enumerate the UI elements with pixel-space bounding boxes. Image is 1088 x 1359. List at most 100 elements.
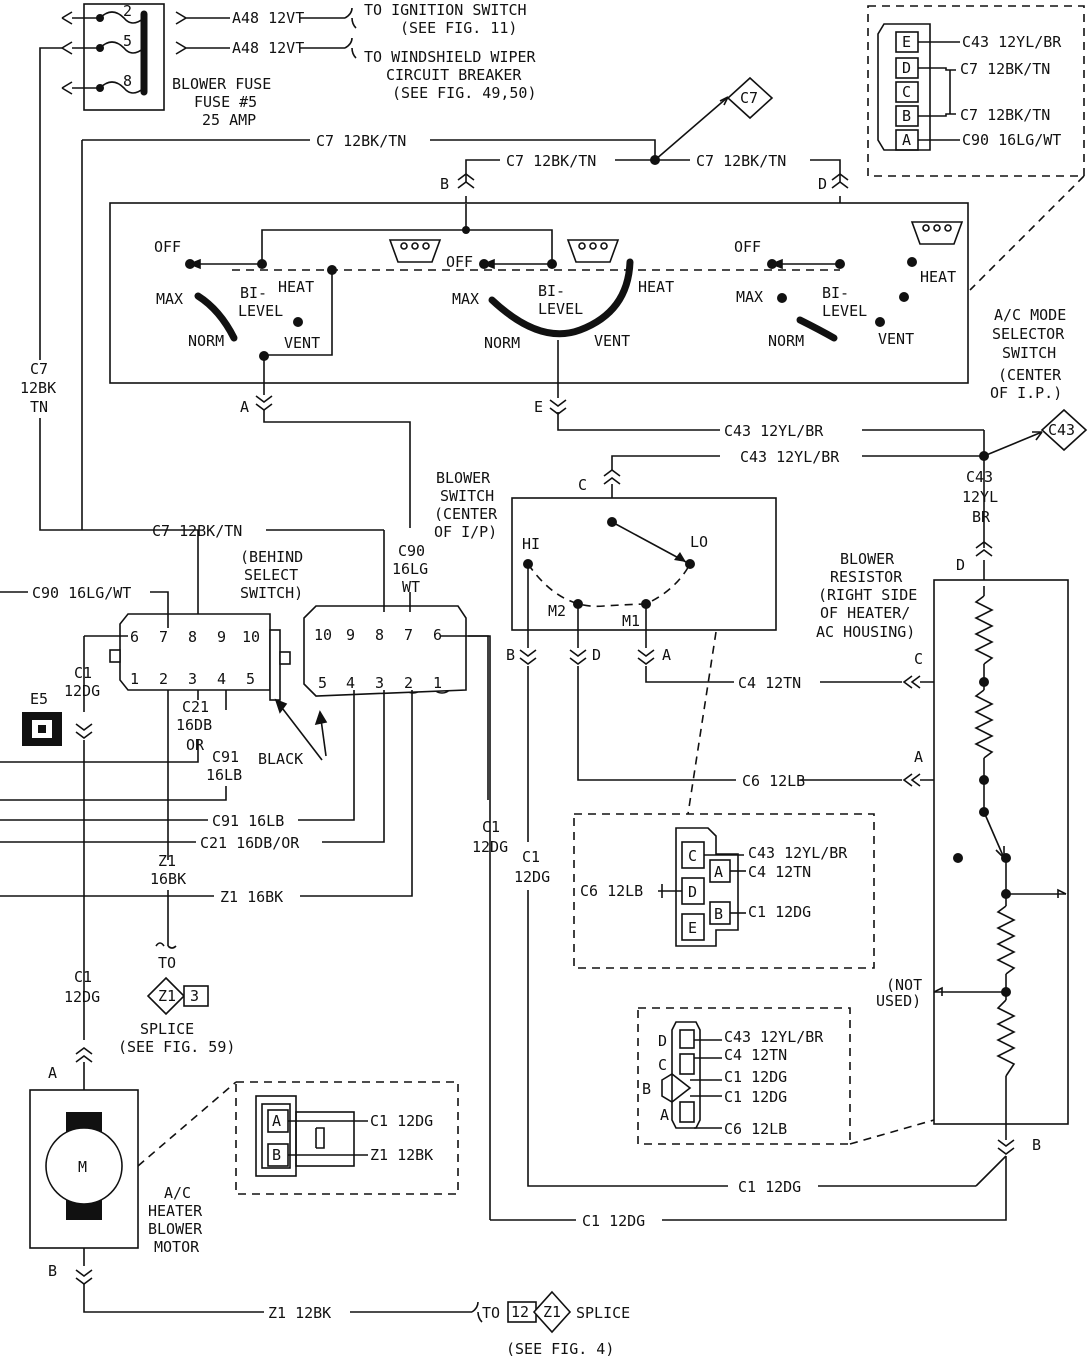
top-conn-pin-d: D — [902, 59, 911, 77]
motor-label-4: MOTOR — [154, 1238, 200, 1256]
resistor-label-3: (RIGHT SIDE — [818, 586, 917, 604]
splice-z1-to: TO — [158, 954, 176, 972]
wire-c1-m2: 12DG — [472, 838, 508, 856]
mode-max-3: MAX — [736, 288, 763, 306]
wire-c91-h: C91 16LB — [212, 812, 284, 830]
splice-z1-note-2: (SEE FIG. 59) — [118, 1038, 235, 1056]
wire-c43-v3: BR — [972, 508, 991, 526]
res-conn-d: D — [956, 556, 965, 574]
wire-c6: C6 12LB — [742, 772, 805, 790]
e5-label: E5 — [30, 690, 48, 708]
wire-c90-left: C90 16LG/WT — [32, 584, 131, 602]
mode-vent-3: VENT — [878, 330, 914, 348]
mode-bi-1: BI- — [240, 284, 267, 302]
splice-bottom-number: 12 — [511, 1303, 529, 1321]
mid-conn-c43: C43 12YL/BR — [748, 844, 848, 862]
low-conn-d: D — [658, 1032, 667, 1050]
mid-conn-c6: C6 12LB — [580, 882, 643, 900]
mid-conn-c4: C4 12TN — [748, 863, 811, 881]
wire-c21-h: C21 16DB/OR — [200, 834, 300, 852]
mode-switch-label-1: A/C MODE — [994, 306, 1066, 324]
black-label: BLACK — [258, 750, 303, 768]
connector-left-half — [119, 613, 271, 691]
splice-z1-12: TO 12 Z1 SPLICE (SEE FIG. 4) — [482, 1290, 630, 1358]
bsw-conn-a: A — [662, 646, 671, 664]
wire-c7-vert-1: C7 — [30, 360, 48, 378]
low-conn-a: A — [660, 1106, 669, 1124]
mode-off-1: OFF — [154, 238, 181, 256]
fuse-title: BLOWER FUSE — [172, 75, 271, 93]
wire-c7-right: C7 12BK/TN — [696, 152, 786, 170]
mode-switch-label-3: SWITCH — [1002, 344, 1056, 362]
mid-conn-pin-d: D — [688, 883, 697, 901]
mode-norm-1: NORM — [188, 332, 224, 350]
motor-conn-z1: Z1 12BK — [370, 1146, 433, 1164]
low-conn-c1-1: C1 12DG — [724, 1068, 787, 1086]
wire-c1-h1: C1 12DG — [738, 1178, 801, 1196]
splice-z1-label: Z1 — [158, 987, 176, 1005]
pin-rb-1: 1 — [433, 674, 442, 692]
top-conn-c7-1: C7 12BK/TN — [960, 60, 1050, 78]
mode-level-3: LEVEL — [822, 302, 867, 320]
res-conn-b: B — [1032, 1136, 1041, 1154]
splice-c43-label: C43 — [1048, 421, 1075, 439]
wire-c21-2: 16DB — [176, 716, 212, 734]
wire-z1-bottom: Z1 12BK — [268, 1304, 331, 1322]
mode-switch-connector-view: E D C B A C43 12YL/BR C7 12BK/TN C7 12BK… — [867, 5, 1085, 291]
see-fig-49-50: (SEE FIG. 49,50) — [392, 84, 537, 102]
pin-rb-5: 5 — [318, 674, 327, 692]
see-fig-11: (SEE FIG. 11) — [400, 19, 517, 37]
behind-label-2: SELECT — [244, 566, 298, 584]
blower-switch-lo: LO — [690, 533, 708, 551]
mode-off-2: OFF — [446, 253, 473, 271]
mode-level-2: LEVEL — [538, 300, 583, 318]
motor-m: M — [78, 1158, 87, 1176]
wire-c90-v1: C90 — [398, 542, 425, 560]
wire-c43-2: C43 12YL/BR — [740, 448, 840, 466]
splice-z1-number: 3 — [190, 987, 199, 1005]
pin-rb-3: 3 — [375, 674, 384, 692]
blower-resistor: BLOWER RESISTOR (RIGHT SIDE OF HEATER/ A… — [816, 550, 1069, 1155]
splice-c7-label: C7 — [740, 89, 758, 107]
fuse-number: FUSE #5 — [194, 93, 257, 111]
motor-conn-c1: C1 12DG — [370, 1112, 433, 1130]
wire-c91-1: C91 — [212, 748, 239, 766]
resistor-label-5: AC HOUSING) — [816, 623, 915, 641]
pin-lt-8: 8 — [188, 628, 197, 646]
motor-label-1: A/C — [164, 1184, 191, 1202]
to-wiper-breaker: TO WINDSHIELD WIPER — [364, 48, 537, 66]
motor-conn-pin-b: B — [272, 1146, 281, 1164]
conn-e-label: E — [534, 398, 543, 416]
wire-c1-a2: 12DG — [64, 682, 100, 700]
wire-c1-n2: 12DG — [514, 868, 550, 886]
mode-off-3: OFF — [734, 238, 761, 256]
motor-conn-b: B — [48, 1262, 57, 1280]
res-conn-a: A — [914, 748, 923, 766]
mid-conn-pin-c: C — [688, 847, 697, 865]
to-ignition-switch: TO IGNITION SWITCH — [364, 1, 527, 19]
mode-switch-label-5: OF I.P.) — [990, 384, 1062, 402]
pin-rt-7: 7 — [404, 626, 413, 644]
fuse-pin-8: 8 — [123, 72, 132, 90]
c7-wiring — [39, 47, 841, 628]
low-conn-c: C — [658, 1056, 667, 1074]
mid-conn-pin-a: A — [714, 863, 723, 881]
top-conn-pin-c: C — [902, 83, 911, 101]
wire-c7-vert-3: TN — [30, 398, 48, 416]
mode-max-2: MAX — [452, 290, 479, 308]
resistor-not-used-1: (NOT — [886, 976, 922, 994]
low-conn-b: B — [642, 1080, 651, 1098]
mode-switch-label-4: (CENTER — [998, 366, 1062, 384]
wire-c43-v1: C43 — [966, 468, 993, 486]
pin-rb-4: 4 — [346, 674, 355, 692]
wire-c1-h2: C1 12DG — [582, 1212, 645, 1230]
conn-d-label: D — [818, 175, 827, 193]
conn-a-label: A — [240, 398, 249, 416]
wire-c1-n1: C1 — [522, 848, 540, 866]
wire-a48-wiper: A48 12VT — [232, 39, 304, 57]
mid-conn-pin-e: E — [688, 919, 697, 937]
pin-rt-8: 8 — [375, 626, 384, 644]
splice-c7-diamond — [726, 76, 774, 120]
mid-conn-c1: C1 12DG — [748, 903, 811, 921]
